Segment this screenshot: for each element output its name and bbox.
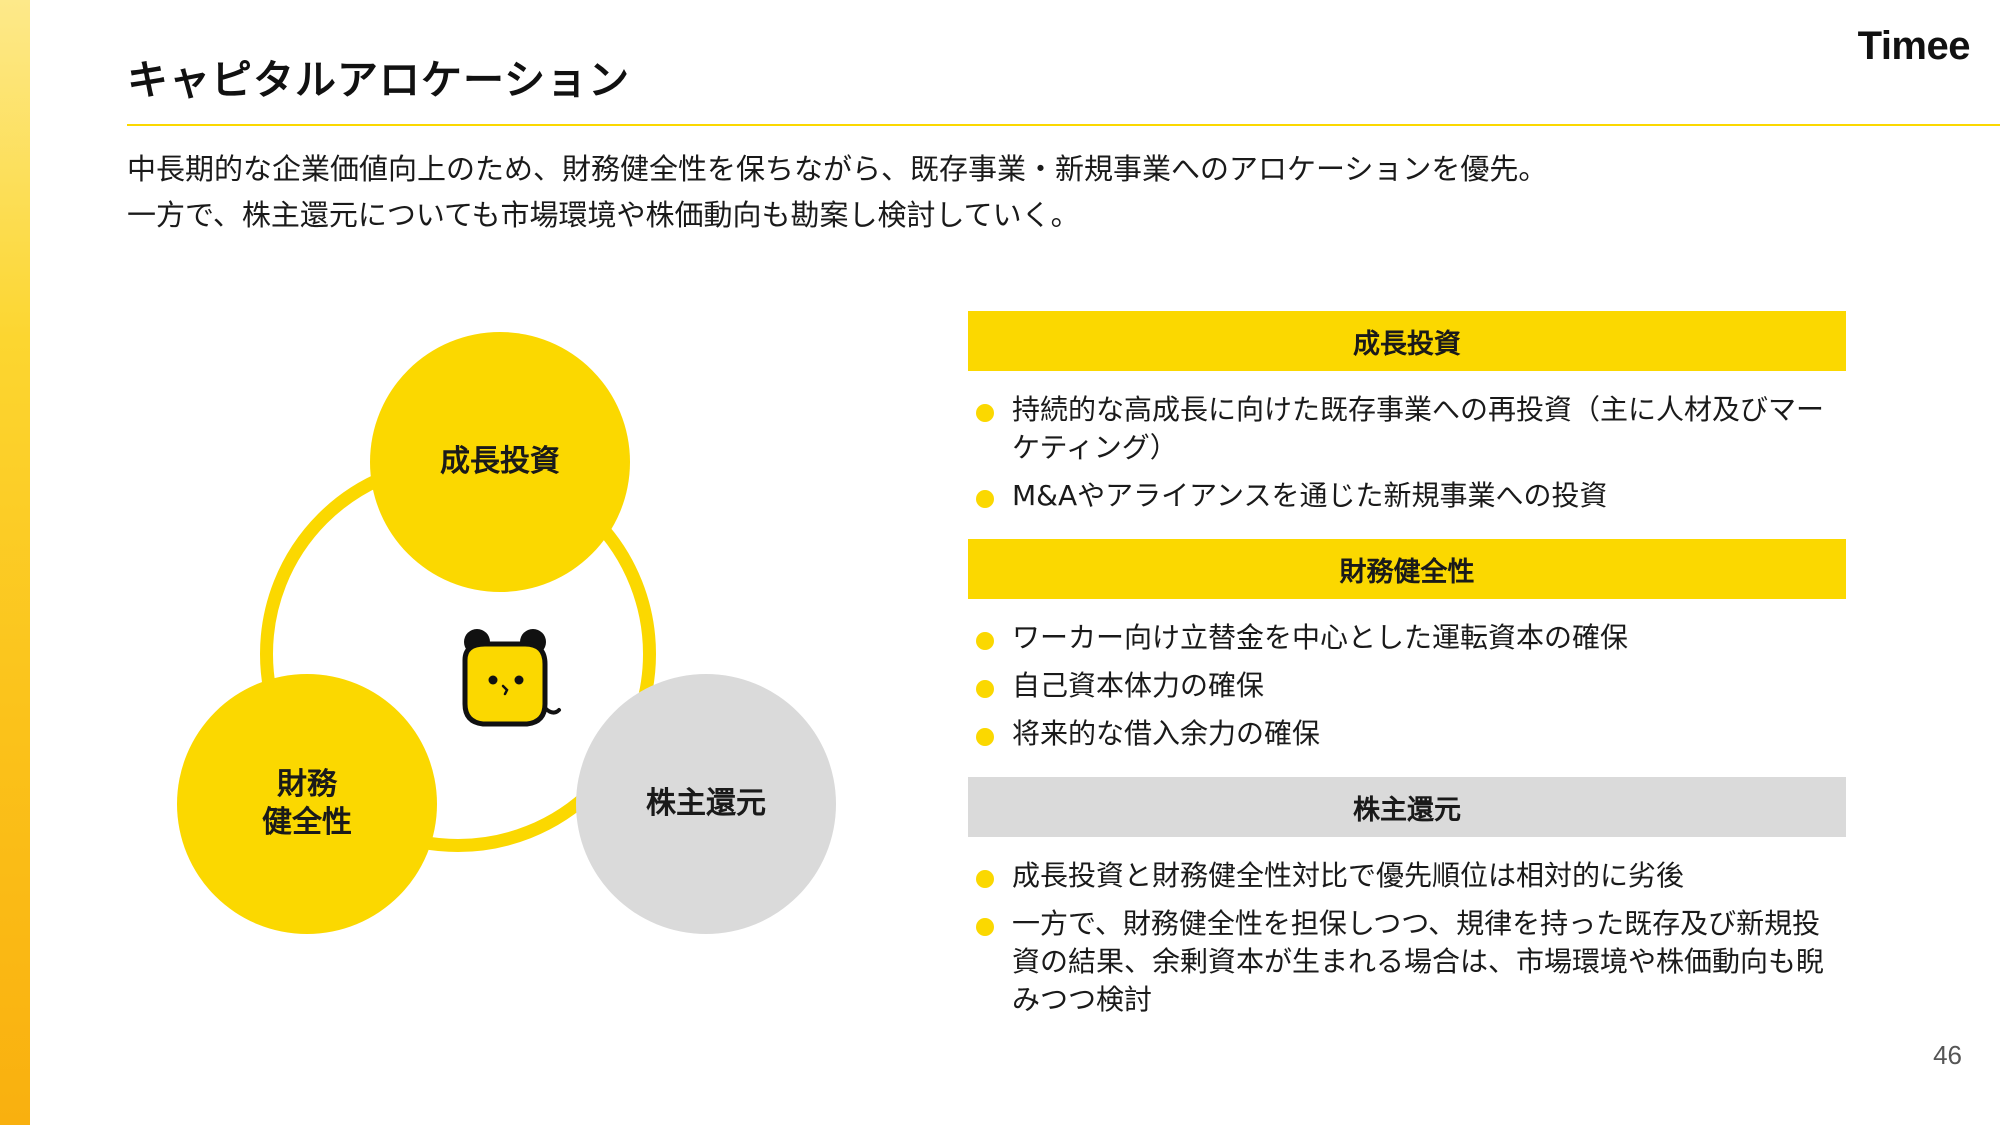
list-item: 持続的な高成長に向けた既存事業への再投資（主に人材及びマーケティング） — [968, 391, 1846, 467]
title-divider — [127, 124, 2000, 126]
timee-logo: Timee — [1857, 24, 1971, 68]
growth-investment-bubble: 成長投資 — [370, 332, 630, 592]
bullet-icon — [976, 870, 994, 888]
lead-line: 中長期的な企業価値向上のため、財務健全性を保ちながら、既存事業・新規事業へのアロ… — [127, 152, 1548, 186]
side-accent-bar — [0, 0, 30, 1125]
lead-line: 一方で、株主還元についても市場環境や株価動向も勘案し検討していく。 — [127, 198, 1080, 232]
page-number: 46 — [1933, 1040, 1962, 1070]
section-list-shareholder-return: 成長投資と財務健全性対比で優先順位は相対的に劣後 一方で、財務健全性を担保しつつ… — [968, 837, 1846, 1043]
list-item-text: 持続的な高成長に向けた既存事業への再投資（主に人材及びマーケティング） — [1012, 393, 1825, 464]
bullet-icon — [976, 728, 994, 746]
financial-soundness-label: 財務 健全性 — [262, 767, 352, 840]
shareholder-return-bubble: 株主還元 — [576, 674, 836, 934]
section-list-financial-soundness: ワーカー向け立替金を中心とした運転資本の確保 自己資本体力の確保 将来的な借入余… — [968, 599, 1846, 777]
financial-soundness-bubble: 財務 健全性 — [177, 674, 437, 934]
list-item-text: 将来的な借入余力の確保 — [1012, 717, 1321, 750]
section-header-growth-investment: 成長投資 — [968, 311, 1846, 371]
bullet-icon — [976, 918, 994, 936]
section-list-growth-investment: 持続的な高成長に向けた既存事業への再投資（主に人材及びマーケティング） M&Aや… — [968, 371, 1846, 539]
list-item: 自己資本体力の確保 — [968, 667, 1846, 705]
bullet-icon — [976, 680, 994, 698]
bullet-icon — [976, 490, 994, 508]
section-header-shareholder-return: 株主還元 — [968, 777, 1846, 837]
list-item: 将来的な借入余力の確保 — [968, 715, 1846, 753]
list-item-text: ワーカー向け立替金を中心とした運転資本の確保 — [1012, 621, 1629, 654]
growth-investment-label: 成長投資 — [440, 444, 560, 479]
list-item: 一方で、財務健全性を担保しつつ、規律を持った既存及び新規投資の結果、余剰資本が生… — [968, 905, 1846, 1019]
list-item-text: 自己資本体力の確保 — [1012, 669, 1265, 702]
mascot-icon — [462, 629, 561, 727]
allocation-diagram: 成長投資 財務 健全性 株主還元 — [170, 320, 850, 940]
list-item: 成長投資と財務健全性対比で優先順位は相対的に劣後 — [968, 857, 1846, 895]
list-item-text: M&Aやアライアンスを通じた新規事業への投資 — [1012, 479, 1608, 512]
shareholder-return-label: 株主還元 — [646, 786, 766, 821]
list-item: M&Aやアライアンスを通じた新規事業への投資 — [968, 477, 1846, 515]
section-header-financial-soundness: 財務健全性 — [968, 539, 1846, 599]
allocation-details-panel: 成長投資 持続的な高成長に向けた既存事業への再投資（主に人材及びマーケティング）… — [968, 311, 1846, 1043]
list-item: ワーカー向け立替金を中心とした運転資本の確保 — [968, 619, 1846, 657]
bullet-icon — [976, 404, 994, 422]
list-item-text: 成長投資と財務健全性対比で優先順位は相対的に劣後 — [1012, 859, 1685, 892]
lead-text: 中長期的な企業価値向上のため、財務健全性を保ちながら、既存事業・新規事業へのアロ… — [127, 146, 1547, 238]
page-title: キャピタルアロケーション — [127, 56, 631, 104]
list-item-text: 一方で、財務健全性を担保しつつ、規律を持った既存及び新規投資の結果、余剰資本が生… — [1012, 907, 1825, 1016]
bullet-icon — [976, 632, 994, 650]
